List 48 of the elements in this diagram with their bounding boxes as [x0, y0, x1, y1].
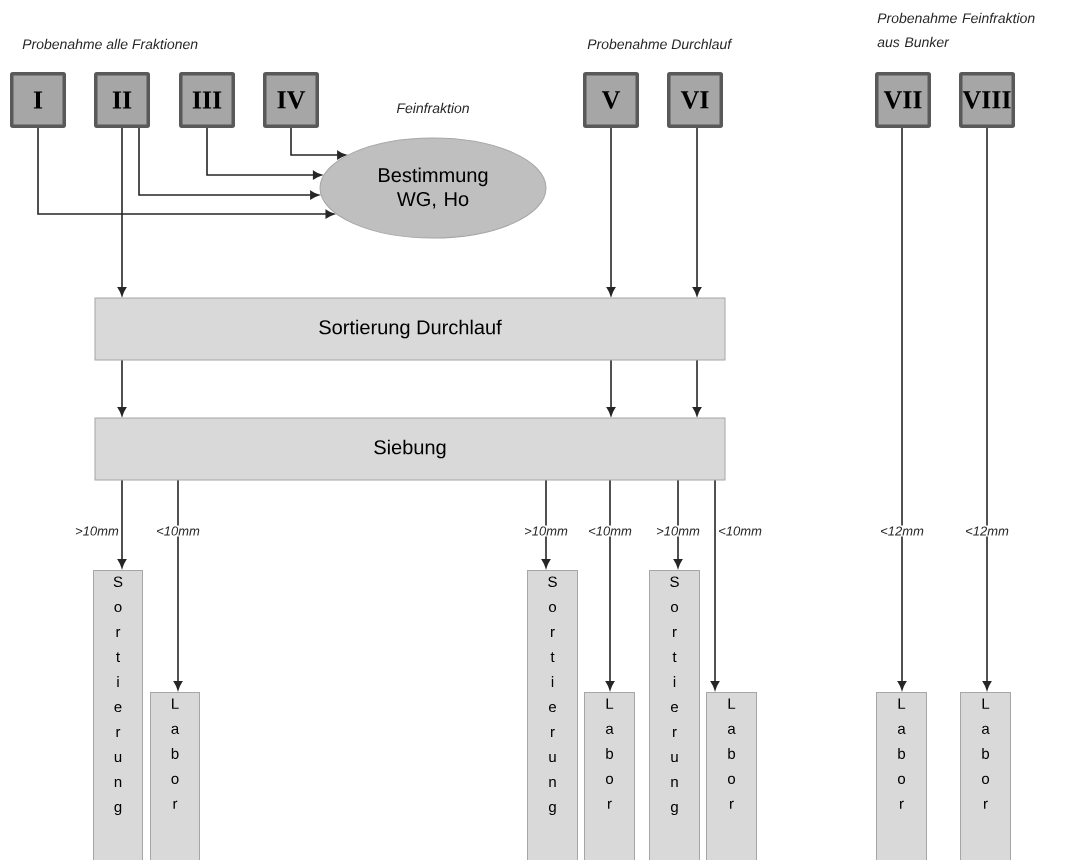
arrow: [605, 479, 615, 691]
vertical-box: Sortierung: [93, 570, 143, 860]
edge-label: <12mm: [879, 525, 925, 537]
arrow: [117, 127, 127, 297]
vertical-box: Labor: [150, 692, 200, 860]
arrow: [138, 127, 320, 200]
arrow: [673, 479, 683, 569]
numeral-box: IV: [263, 72, 319, 128]
numeral-box: VI: [667, 72, 723, 128]
arrow: [982, 127, 992, 691]
edge-label: >10mm: [523, 525, 569, 537]
ellipse-caption: Feinfraktion: [396, 102, 469, 114]
process-box: Sortierung Durchlauf: [94, 297, 726, 361]
edge-label: >10mm: [655, 525, 701, 537]
arrow: [692, 127, 702, 297]
arrow: [290, 127, 347, 160]
edge-label: <12mm: [964, 525, 1010, 537]
numeral-box: II: [94, 72, 150, 128]
arrow: [173, 479, 183, 691]
edge-label: >10mm: [74, 525, 120, 537]
numeral-box: III: [179, 72, 235, 128]
arrow: [710, 479, 720, 691]
numeral-box: I: [10, 72, 66, 128]
arrow: [117, 359, 127, 417]
edge-label: <10mm: [587, 525, 633, 537]
arrow: [541, 479, 551, 569]
numeral-box: V: [583, 72, 639, 128]
arrow: [692, 359, 702, 417]
heading-text: Probenahme alle Fraktionen: [22, 38, 198, 50]
arrow: [606, 359, 616, 417]
arrow: [206, 127, 322, 180]
vertical-box: Sortierung: [649, 570, 700, 860]
vertical-box: Labor: [584, 692, 635, 860]
edge-label: <10mm: [717, 525, 763, 537]
arrow: [37, 127, 335, 219]
process-box: Siebung: [94, 417, 726, 481]
arrow: [606, 127, 616, 297]
heading-text: Probenahme Feinfraktion aus Bunker: [877, 12, 1035, 48]
vertical-box: Sortierung: [527, 570, 578, 860]
numeral-box: VII: [875, 72, 931, 128]
arrow: [897, 127, 907, 691]
arrow: [117, 479, 127, 569]
numeral-box: VIII: [959, 72, 1015, 128]
edge-label: <10mm: [155, 525, 201, 537]
vertical-box: Labor: [876, 692, 927, 860]
vertical-box: Labor: [706, 692, 757, 860]
vertical-box: Labor: [960, 692, 1011, 860]
heading-text: Probenahme Durchlauf: [587, 38, 733, 50]
